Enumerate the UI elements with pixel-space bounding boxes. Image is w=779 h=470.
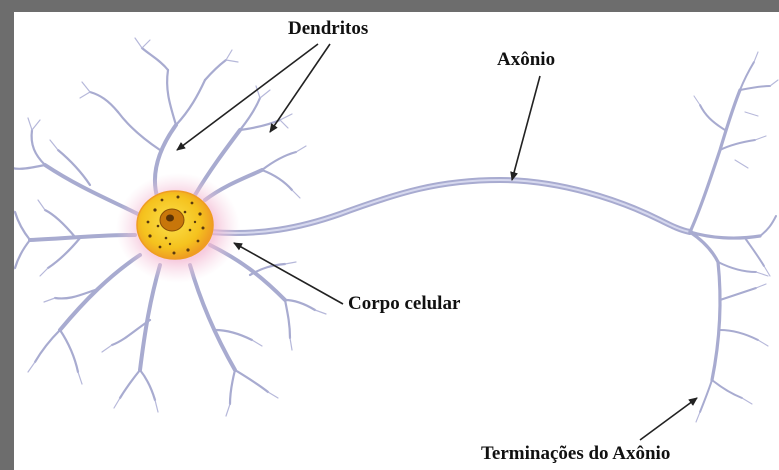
pointer-arrows [177,44,697,440]
nucleolus [166,215,174,222]
label-cell-body: Corpo celular [348,294,460,313]
label-axon: Axônio [497,50,555,69]
axon [210,180,690,233]
label-axon-terminals: Terminações do Axônio [481,444,670,463]
arrow-dendrites-1 [177,44,318,150]
label-dendrites: Dendritos [288,19,368,38]
axon-terminals [690,52,778,422]
cell-body [116,173,240,283]
arrow-axon-terminals [640,398,697,440]
arrow-cell-body [234,243,343,304]
arrow-axon [512,76,540,180]
